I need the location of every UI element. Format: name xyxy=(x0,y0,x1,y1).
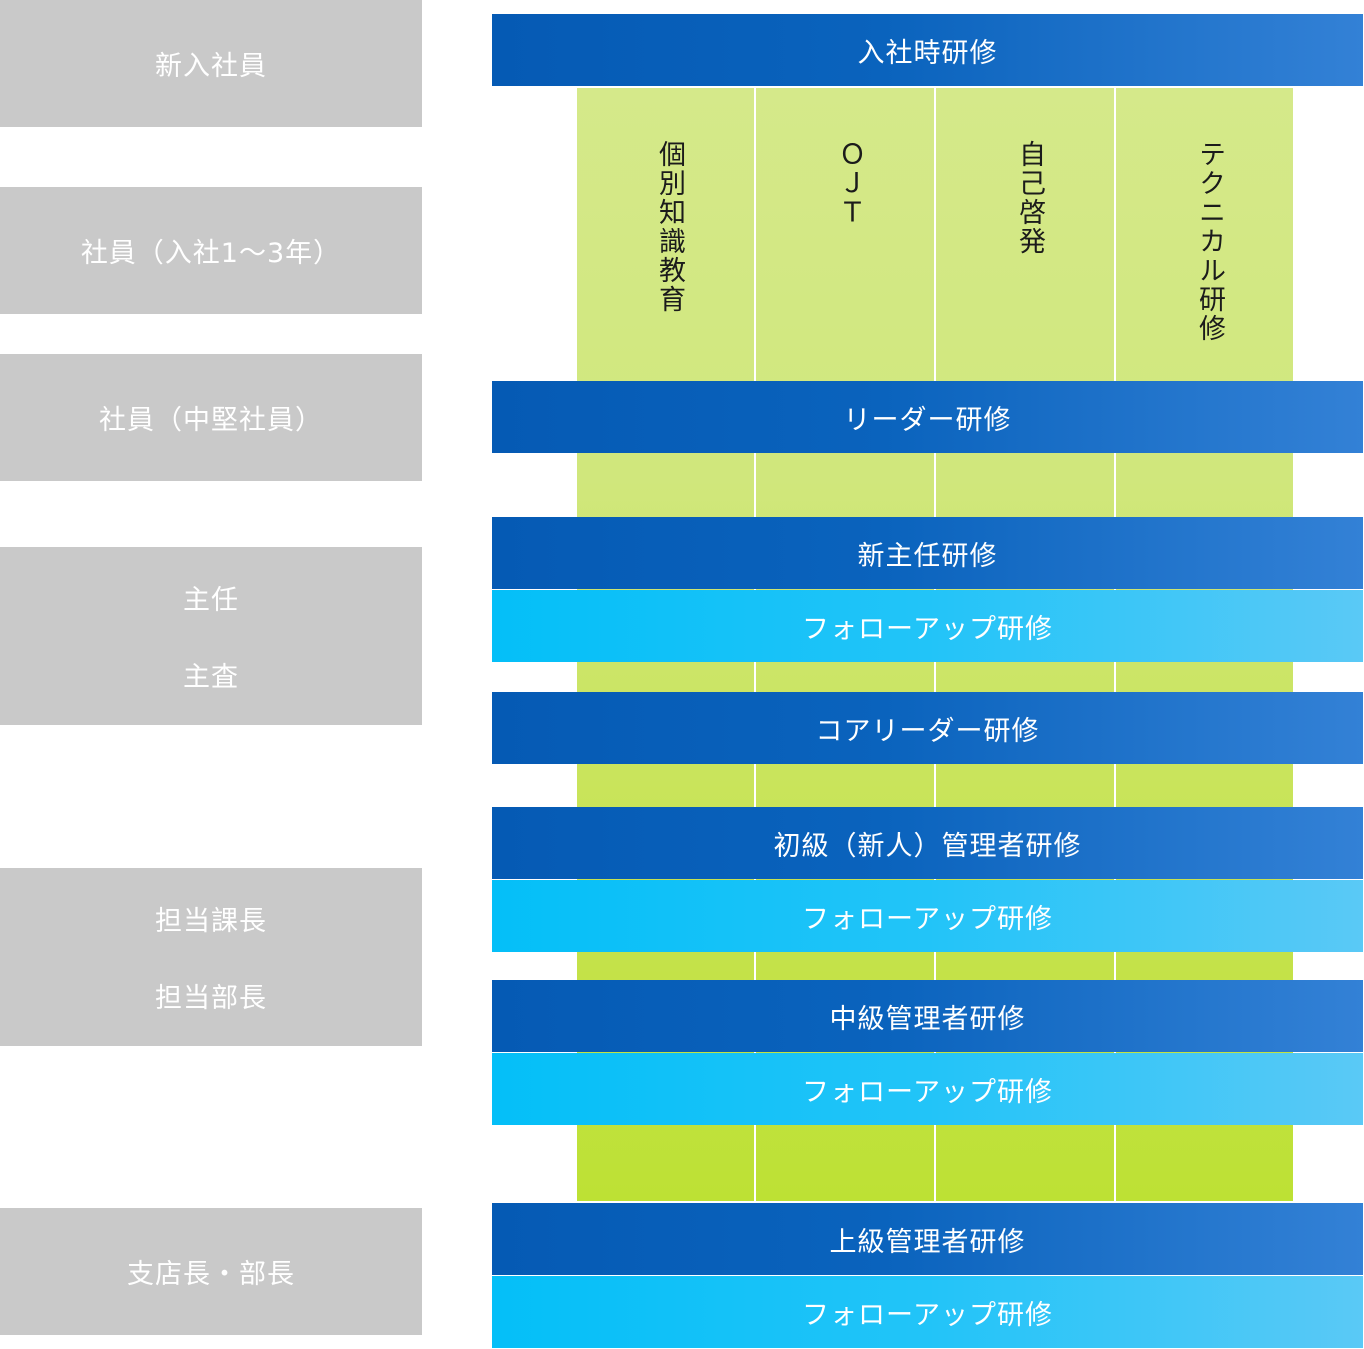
level-label: 新入社員 xyxy=(155,51,267,82)
level-employee-1-3-years: 社員（入社1～3年） xyxy=(0,187,422,314)
level-label: 主任 xyxy=(183,585,239,616)
program-junior-manager-training: 初級（新人）管理者研修 xyxy=(492,807,1363,879)
column-technical-training: テクニカル研修 xyxy=(1194,140,1225,343)
level-branch-manager: 支店長・部長 xyxy=(0,1208,422,1335)
level-chief: 主任 主査 xyxy=(0,547,422,725)
column-ojt: ＯＪＴ xyxy=(834,140,865,227)
program-senior-manager-training: 上級管理者研修 xyxy=(492,1203,1363,1275)
level-label: 社員（入社1～3年） xyxy=(80,238,342,269)
level-label: 支店長・部長 xyxy=(127,1259,295,1290)
program-intermediate-manager-training: 中級管理者研修 xyxy=(492,980,1363,1052)
column-individual-knowledge: 個別知識教育 xyxy=(654,140,685,314)
program-leader-training: リーダー研修 xyxy=(492,381,1363,453)
level-label: 担当課長 xyxy=(155,906,267,937)
program-onboarding-training: 入社時研修 xyxy=(492,14,1363,86)
level-label: 担当部長 xyxy=(155,983,267,1014)
program-follow-up-training: フォローアップ研修 xyxy=(492,1276,1363,1348)
program-follow-up-training: フォローアップ研修 xyxy=(492,590,1363,662)
program-new-chief-training: 新主任研修 xyxy=(492,517,1363,589)
level-new-employee: 新入社員 xyxy=(0,0,422,127)
program-follow-up-training: フォローアップ研修 xyxy=(492,1053,1363,1125)
level-label: 主査 xyxy=(183,662,239,693)
program-core-leader-training: コアリーダー研修 xyxy=(492,692,1363,764)
level-label: 社員（中堅社員） xyxy=(99,405,323,436)
program-follow-up-training: フォローアップ研修 xyxy=(492,880,1363,952)
level-mid-career-employee: 社員（中堅社員） xyxy=(0,354,422,481)
level-section-manager: 担当課長 担当部長 xyxy=(0,868,422,1046)
column-self-development: 自己啓発 xyxy=(1014,140,1045,256)
